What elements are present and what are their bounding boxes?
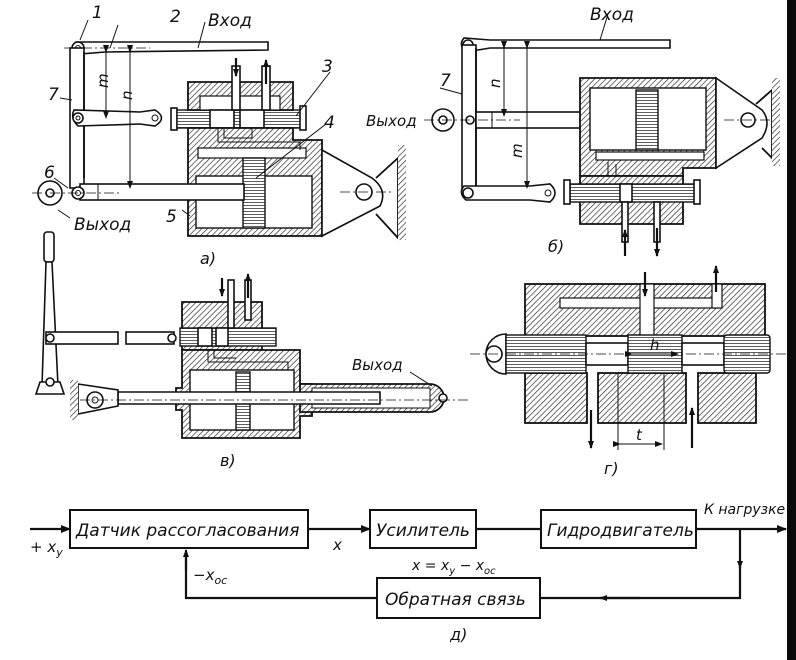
label-input-b: Вход [590, 5, 634, 25]
subfigure-b: Вход 7 Выход n m б) [366, 5, 780, 257]
label-1: 1 [92, 3, 103, 23]
valve-housing-bot-right [697, 372, 757, 424]
wall-hatch-b [772, 78, 780, 166]
subfigure-d: Датчик рассогласования Усилитель Гидродв… [30, 502, 787, 644]
dim-n-b: n [486, 78, 504, 88]
label-3: 3 [322, 57, 333, 77]
piston-4 [242, 157, 266, 229]
signal-input: + xу [30, 538, 63, 559]
block-hydromotor-label: Гидродвигатель [547, 521, 694, 541]
block-feedback-label: Обратная связь [385, 590, 526, 610]
label-7: 7 [48, 85, 59, 105]
label-7-b: 7 [440, 71, 451, 91]
label-input-a: Вход [208, 11, 252, 31]
spool-lever-b [460, 183, 556, 203]
spool-lever [71, 109, 163, 127]
block-error-sensor-label: Датчик рассогласования [75, 521, 299, 541]
label-output-v: Выход [352, 356, 403, 374]
piston-rod-v [117, 391, 381, 405]
dim-n-a: n [118, 90, 136, 100]
tap-to-feedback [540, 566, 742, 600]
label-output-b: Выход [366, 112, 417, 130]
block-hydromotor [540, 509, 697, 549]
scan-edge-bar [787, 0, 796, 660]
dim-t: t [636, 426, 643, 444]
dim-m-a: m [94, 73, 112, 88]
label-4: 4 [324, 113, 335, 133]
control-rod-v [45, 331, 119, 345]
block-amplifier [369, 509, 477, 549]
spool-b [569, 183, 699, 203]
valve-housing-bot-left [524, 372, 588, 424]
dim-h: h [650, 336, 660, 354]
subfigure-a: 1 2 Вход 3 4 5 6 7 Выход m n а) [32, 3, 406, 268]
input-lever-b [460, 37, 671, 53]
label-6: 6 [44, 163, 55, 183]
piston-rod-a [79, 183, 245, 201]
valve-housing-bot-mid [597, 372, 687, 424]
subfigure-v: Выход в) [34, 231, 470, 470]
caption-v: в) [220, 451, 236, 470]
caption-b: б) [548, 237, 564, 256]
label-output-a: Выход [74, 215, 131, 235]
block-amplifier-label: Усилитель [376, 521, 470, 541]
signal-to-load: К нагрузке [704, 502, 785, 518]
dim-m-b: m [508, 143, 526, 158]
label-2: 2 [170, 7, 181, 27]
signal-equation: x = xу − xос [411, 558, 496, 577]
control-handle [43, 231, 55, 263]
block-feedback [376, 577, 541, 619]
spool-3 [176, 109, 302, 129]
mount-bracket-a [321, 148, 384, 238]
wall-hatch-a [398, 145, 406, 240]
block-error-sensor [69, 509, 309, 549]
caption-g: г) [604, 459, 619, 478]
piston-b [635, 89, 659, 151]
subfigure-g: h t г) [470, 265, 786, 478]
signal-feedback: −xос [193, 566, 227, 587]
caption-d: д) [449, 625, 467, 644]
label-5: 5 [166, 207, 177, 227]
signal-error: x [332, 536, 342, 554]
caption-a: а) [200, 249, 216, 268]
